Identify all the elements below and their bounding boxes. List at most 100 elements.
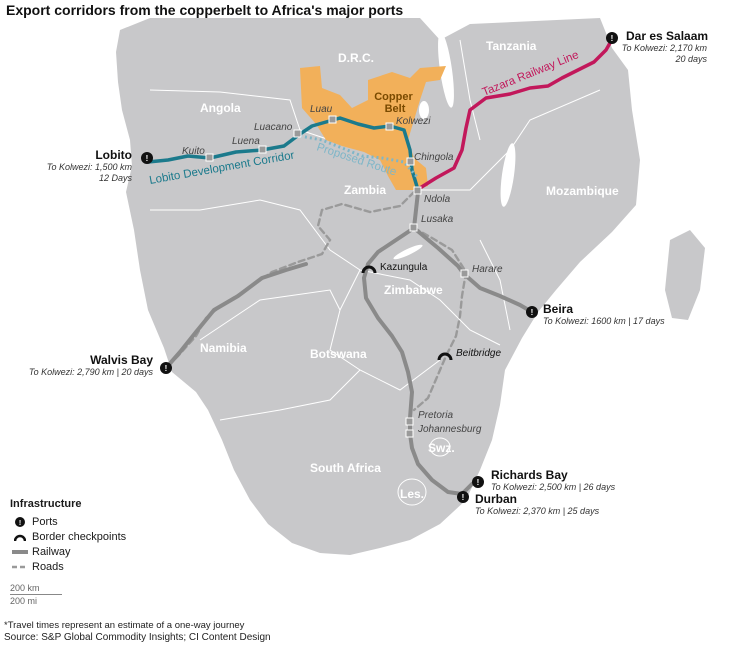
kazungula-checkpoint-icon <box>361 265 377 274</box>
label-port-dar: Dar es Salaam <box>626 29 708 43</box>
label-port-durban-distance: To Kolwezi: 2,370 km | 25 days <box>475 506 600 516</box>
port-markers: ! ! ! ! ! ! <box>141 32 618 503</box>
legend-row-border: Border checkpoints <box>10 529 126 544</box>
port-icon-richards: ! <box>472 476 484 488</box>
map-title: Export corridors from the copperbelt to … <box>6 2 404 18</box>
marker-luacano <box>293 129 302 138</box>
tazara-railway-line <box>419 35 616 190</box>
label-harare: Harare <box>472 264 503 275</box>
label-port-walvis-distance: To Kolwezi: 2,790 km | 20 days <box>29 367 154 377</box>
svg-text:!: ! <box>19 520 21 527</box>
marker-harare <box>460 269 469 278</box>
svg-text:!: ! <box>531 308 534 317</box>
legend-label-ports: Ports <box>32 515 58 528</box>
label-port-beira-distance: To Kolwezi: 1600 km | 17 days <box>543 316 665 326</box>
label-port-dar-distance: To Kolwezi: 2,170 km <box>622 43 708 53</box>
label-luena: Luena <box>232 136 260 147</box>
port-icon-walvis: ! <box>160 362 172 374</box>
marker-kolwezi <box>385 122 394 131</box>
port-icon-durban: ! <box>457 491 469 503</box>
scale-bar: 200 km 200 mi <box>10 583 62 606</box>
label-port-lobito-distance: To Kolwezi: 1,500 km <box>47 162 133 172</box>
lake-malawi <box>500 143 516 207</box>
port-icon: ! <box>10 516 30 528</box>
marker-ndola <box>413 186 422 195</box>
city-markers <box>205 115 469 438</box>
marker-chingola <box>406 157 415 166</box>
svg-text:!: ! <box>165 364 168 373</box>
marker-pretoria <box>405 417 414 426</box>
label-south-africa: South Africa <box>310 461 381 475</box>
legend-row-roads: Roads <box>10 559 126 574</box>
legend-row-ports: ! Ports <box>10 514 126 529</box>
scale-mi: 200 mi <box>10 596 38 606</box>
rail-walvis-namibia <box>164 262 308 370</box>
label-port-lobito: Lobito <box>95 148 132 162</box>
port-icon-dar: ! <box>606 32 618 44</box>
source-note: Source: S&P Global Commodity Insights; C… <box>4 632 271 643</box>
label-luau: Luau <box>310 104 333 115</box>
label-johannesburg: Johannesburg <box>417 424 482 435</box>
marker-luena <box>258 145 267 154</box>
marker-johannesburg <box>405 429 414 438</box>
label-lusaka: Lusaka <box>421 214 454 225</box>
copperbelt-label: Copper Belt <box>374 91 416 115</box>
label-angola: Angola <box>200 101 241 115</box>
land-madagascar <box>665 230 705 320</box>
label-port-dar-days: 20 days <box>674 54 707 64</box>
label-swz: Swz. <box>428 441 455 455</box>
label-port-walvis: Walvis Bay <box>90 353 153 367</box>
marker-lusaka <box>409 223 418 232</box>
label-port-beira: Beira <box>543 302 573 316</box>
beitbridge-checkpoint-icon <box>437 352 453 361</box>
port-icon-beira: ! <box>526 306 538 318</box>
scale-km: 200 km <box>10 583 40 593</box>
footnote: *Travel times represent an estimate of a… <box>4 620 245 631</box>
label-namibia: Namibia <box>200 341 247 355</box>
label-drc: D.R.C. <box>338 51 374 65</box>
label-port-richards-distance: To Kolwezi: 2,500 km | 26 days <box>491 482 616 492</box>
port-icon-lobito: ! <box>141 152 153 164</box>
label-kolwezi: Kolwezi <box>396 116 431 127</box>
label-port-durban: Durban <box>475 492 517 506</box>
road-icon <box>10 563 30 571</box>
label-ndola: Ndola <box>424 194 451 205</box>
lake-tanganyika <box>438 32 454 108</box>
rail-lusaka-harare-beira <box>412 226 534 314</box>
label-tanzania: Tanzania <box>486 39 537 53</box>
label-beitbridge: Beitbridge <box>456 348 501 359</box>
label-zimbabwe: Zimbabwe <box>384 283 443 297</box>
legend-label-border: Border checkpoints <box>32 530 127 543</box>
label-zambia: Zambia <box>344 183 386 197</box>
legend-label-railway: Railway <box>32 545 71 558</box>
lake-mweru <box>419 101 429 119</box>
label-pretoria: Pretoria <box>418 410 453 421</box>
svg-text:!: ! <box>462 493 465 502</box>
legend: Infrastructure ! Ports Border checkpoint… <box>10 498 126 574</box>
border-checkpoint-icon <box>10 531 30 543</box>
label-les: Les. <box>400 487 424 501</box>
svg-text:!: ! <box>611 34 614 43</box>
lake-kariba <box>393 244 423 260</box>
svg-text:!: ! <box>477 478 480 487</box>
railway-icon <box>10 548 30 556</box>
label-luacano: Luacano <box>254 122 293 133</box>
road-lusaka-beitbridge <box>412 226 468 412</box>
legend-label-roads: Roads <box>32 560 64 573</box>
label-chingola: Chingola <box>414 152 454 163</box>
svg-text:!: ! <box>146 154 149 163</box>
proposed-route-line <box>299 134 420 179</box>
rail-kazungula-joburg <box>362 276 414 436</box>
legend-title: Infrastructure <box>10 498 82 510</box>
label-kuito: Kuito <box>182 146 205 157</box>
scale-line <box>10 594 62 595</box>
marker-luau <box>328 115 337 124</box>
label-kazungula: Kazungula <box>380 262 428 273</box>
label-port-richards: Richards Bay <box>491 468 568 482</box>
marker-kuito <box>205 153 214 162</box>
label-botswana: Botswana <box>310 347 367 361</box>
legend-row-railway: Railway <box>10 544 126 559</box>
label-mozambique: Mozambique <box>546 184 619 198</box>
rail-ndola-lusaka <box>412 190 420 230</box>
